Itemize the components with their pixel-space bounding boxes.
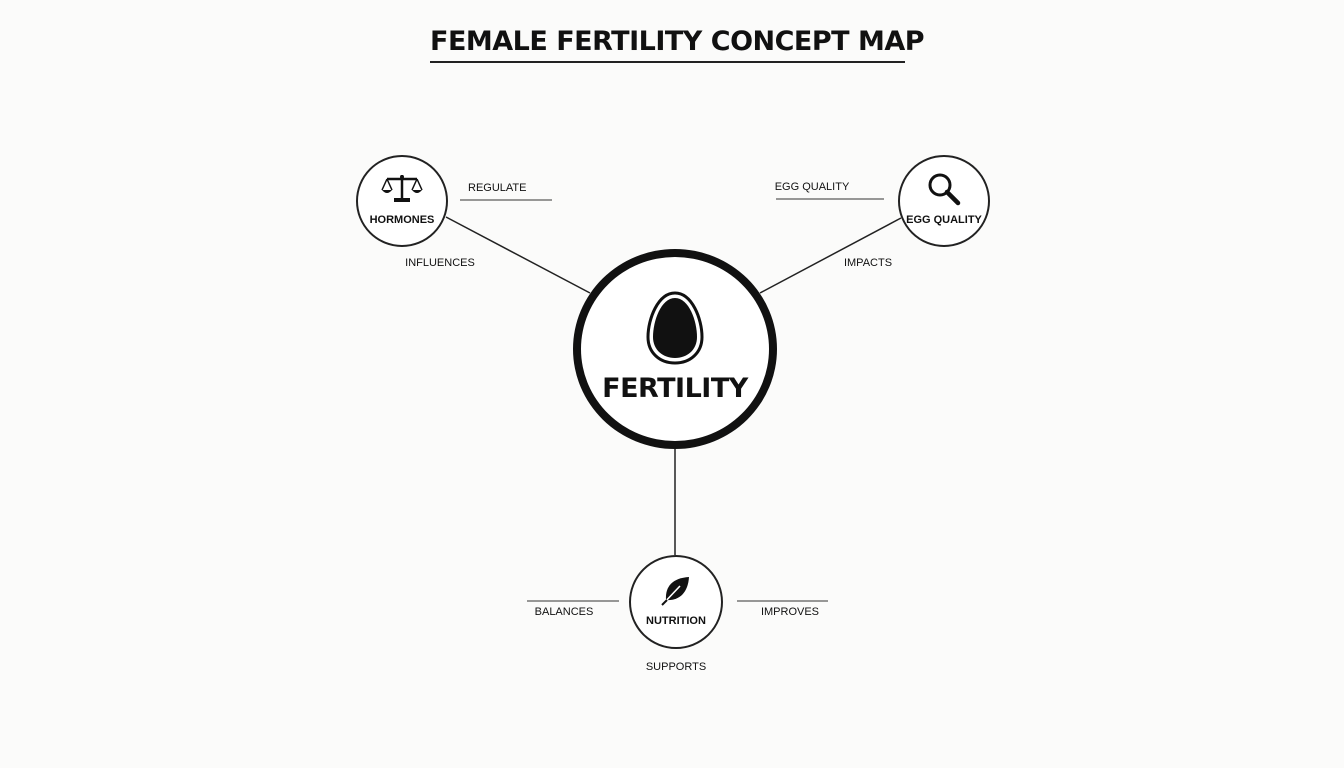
edge-label-influences: INFLUENCES	[405, 257, 475, 269]
fertility-node: FERTILITY	[573, 249, 777, 449]
edge-label-egg-quality: EGG QUALITY	[774, 181, 850, 193]
egg-icon	[644, 289, 706, 372]
nutrition-label: NUTRITION	[646, 615, 706, 627]
hormones-node: HORMONES	[356, 155, 448, 247]
nutrition-node: NUTRITION	[629, 555, 723, 649]
magnifier-icon	[926, 171, 962, 212]
leaf-icon	[659, 574, 693, 613]
edge-label-impacts: IMPACTS	[843, 257, 893, 269]
egg-quality-node: EGG QUALITY	[898, 155, 990, 247]
connector-egg-quality-fertility	[759, 217, 902, 294]
scales-icon	[381, 173, 423, 208]
egg-quality-label: EGG QUALITY	[906, 214, 982, 226]
edge-label-regulate: REGULATE	[468, 182, 527, 194]
hormones-label: HORMONES	[369, 214, 435, 226]
page-title: FEMALE FERTILITY CONCEPT MAP	[430, 26, 925, 63]
edge-label-supports: SUPPORTS	[645, 661, 707, 673]
edge-label-improves: IMPROVES	[760, 606, 820, 618]
connector-hormones-fertility	[445, 216, 591, 294]
fertility-label: FERTILITY	[602, 373, 748, 404]
edge-label-balances: BALANCES	[534, 606, 594, 618]
